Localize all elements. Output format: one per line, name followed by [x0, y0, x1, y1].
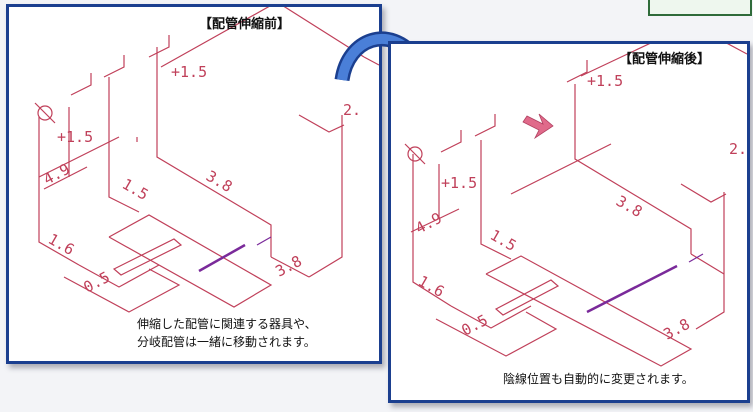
after-title: 【配管伸縮後】 — [619, 52, 711, 67]
dim-label: +1.5 — [171, 63, 207, 81]
before-title: 【配管伸縮前】 — [199, 17, 291, 32]
before-caption: 伸縮した配管に関連する器具や、 分岐配管は一緒に移動されます。 — [137, 315, 317, 351]
dim-label: 2. — [729, 140, 747, 158]
dim-label: +1.5 — [587, 72, 623, 90]
move-arrow-icon — [522, 113, 554, 140]
dim-label: 0.5 — [80, 268, 112, 297]
dim-label: 2. — [343, 101, 361, 119]
dim-label: 4.9 — [40, 160, 72, 189]
caption-line: 分岐配管は一緒に移動されます。 — [137, 335, 316, 349]
dim-label: 3.8 — [203, 167, 235, 196]
dim-label: 3.8 — [272, 252, 304, 281]
dim-label: 0.5 — [458, 311, 490, 340]
dim-label: 1.5 — [487, 226, 519, 255]
dim-label: 1.6 — [45, 230, 77, 259]
caption-line: 伸縮した配管に関連する器具や、 — [137, 317, 317, 331]
before-pipe-diagram: +1.5 +1.5 4.9 1.5 3.8 1.6 0.5 3.8 2. — [34, 7, 379, 313]
dim-label: +1.5 — [441, 174, 477, 192]
corner-box — [648, 0, 752, 16]
dim-label: 4.9 — [412, 209, 444, 238]
highlighted-segment — [198, 243, 246, 273]
after-pipe-diagram: +1.5 +1.5 4.9 1.5 3.8 1.6 0.5 3.8 2. — [404, 44, 747, 367]
after-caption: 陰線位置も自動的に変更されます。 — [503, 372, 694, 386]
dim-label: 3.8 — [613, 192, 645, 221]
dim-label: 3.8 — [660, 315, 692, 344]
dim-label: 1.5 — [119, 175, 151, 204]
after-panel: 【配管伸縮後】 +1.5 +1.5 4.9 — [388, 41, 750, 403]
dim-label: 1.6 — [415, 272, 447, 301]
dim-label: +1.5 — [57, 128, 93, 146]
highlighted-segment — [586, 264, 678, 314]
before-panel: 【配管伸縮前】 — [6, 4, 382, 364]
